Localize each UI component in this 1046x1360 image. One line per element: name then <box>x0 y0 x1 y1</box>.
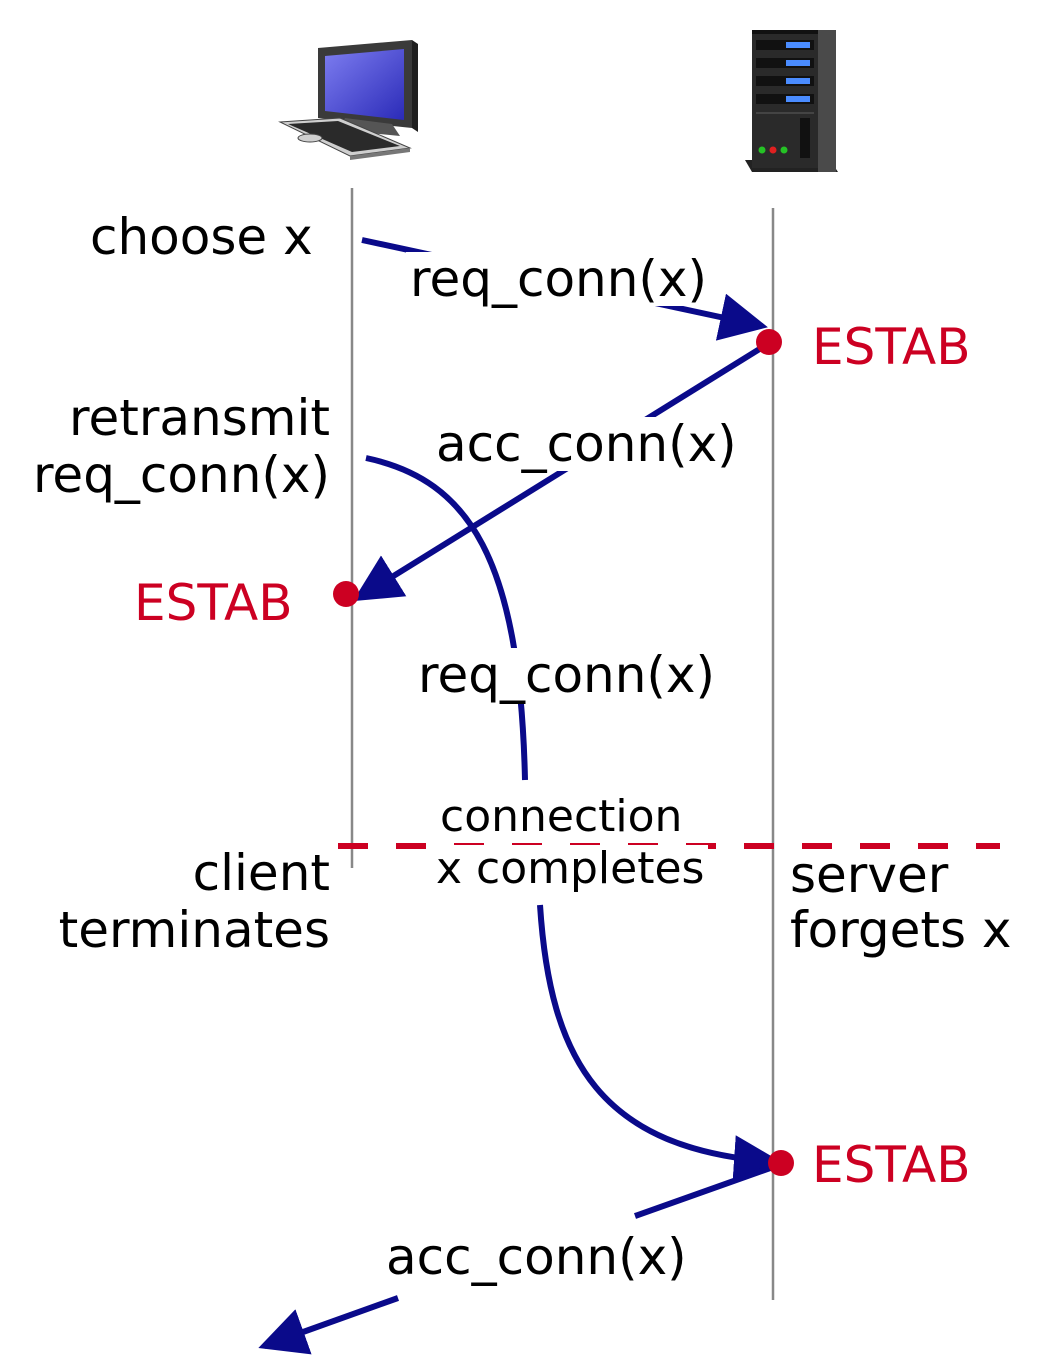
client-terminates-line2: terminates <box>58 901 330 959</box>
acc-conn-label-1: acc_conn(x) <box>432 417 741 471</box>
req-conn-arrow-2-continued <box>537 904 782 1184</box>
acc-conn-arrow-1 <box>352 342 768 602</box>
desktop-computer-icon <box>278 40 418 160</box>
server-forgets-line2: forgets x <box>790 901 1012 959</box>
retransmit-label-line2: req_conn(x) <box>32 446 330 504</box>
connection-completes-line2: x completes <box>432 845 709 893</box>
server-estab-dot-1 <box>756 329 782 355</box>
server-estab-label-1: ESTAB <box>812 318 971 376</box>
client-estab-label: ESTAB <box>134 574 293 632</box>
client-estab-dot <box>333 581 359 607</box>
req-conn-label-1: req_conn(x) <box>406 252 712 306</box>
acc-conn-arrow-2 <box>633 1163 778 1219</box>
server-estab-dot-2 <box>768 1150 794 1176</box>
choose-x-label: choose x <box>90 208 313 266</box>
server-estab-label-2: ESTAB <box>812 1136 971 1194</box>
retransmit-label-line1: retransmit <box>69 389 330 447</box>
client-terminates-line1: client <box>192 844 330 902</box>
server-tower-icon <box>745 30 838 172</box>
connection-completes-line1: connection <box>436 793 687 841</box>
req-conn-label-2: req_conn(x) <box>414 648 720 702</box>
acc-conn-arrow-2-continued <box>258 1295 400 1355</box>
server-forgets-line1: server <box>790 846 949 904</box>
acc-conn-label-2: acc_conn(x) <box>382 1230 691 1284</box>
